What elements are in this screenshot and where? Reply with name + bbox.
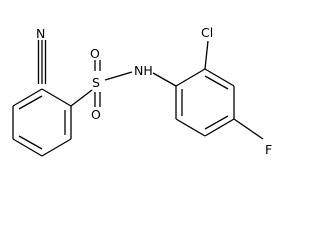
nitrile-triple-bond bbox=[37, 40, 47, 84]
amine-label: NH bbox=[134, 63, 153, 78]
molecule-diagram: N S O O NH Cl F bbox=[0, 0, 287, 172]
sulfonyl-oxygen-bonds bbox=[94, 60, 101, 107]
canvas-background bbox=[0, 0, 287, 172]
ring-to-fluorine-bond bbox=[233, 118, 264, 140]
sulfur-to-amine-bond bbox=[104, 71, 133, 81]
chlorofluorophenyl-ring bbox=[175, 68, 235, 137]
oxygen-upper-label: O bbox=[90, 46, 100, 61]
chlorine-label: Cl bbox=[201, 25, 213, 40]
ring-to-sulfur-bond bbox=[70, 89, 93, 107]
ring-to-chlorine-bond bbox=[204, 40, 209, 70]
amine-to-ring-bond bbox=[152, 72, 177, 87]
nitrile-nitrogen-label: N bbox=[36, 26, 45, 41]
oxygen-lower-label: O bbox=[91, 107, 101, 122]
sulfur-label: S bbox=[92, 75, 100, 90]
cyanophenyl-ring bbox=[12, 88, 72, 157]
fluorine-label: F bbox=[265, 142, 272, 157]
